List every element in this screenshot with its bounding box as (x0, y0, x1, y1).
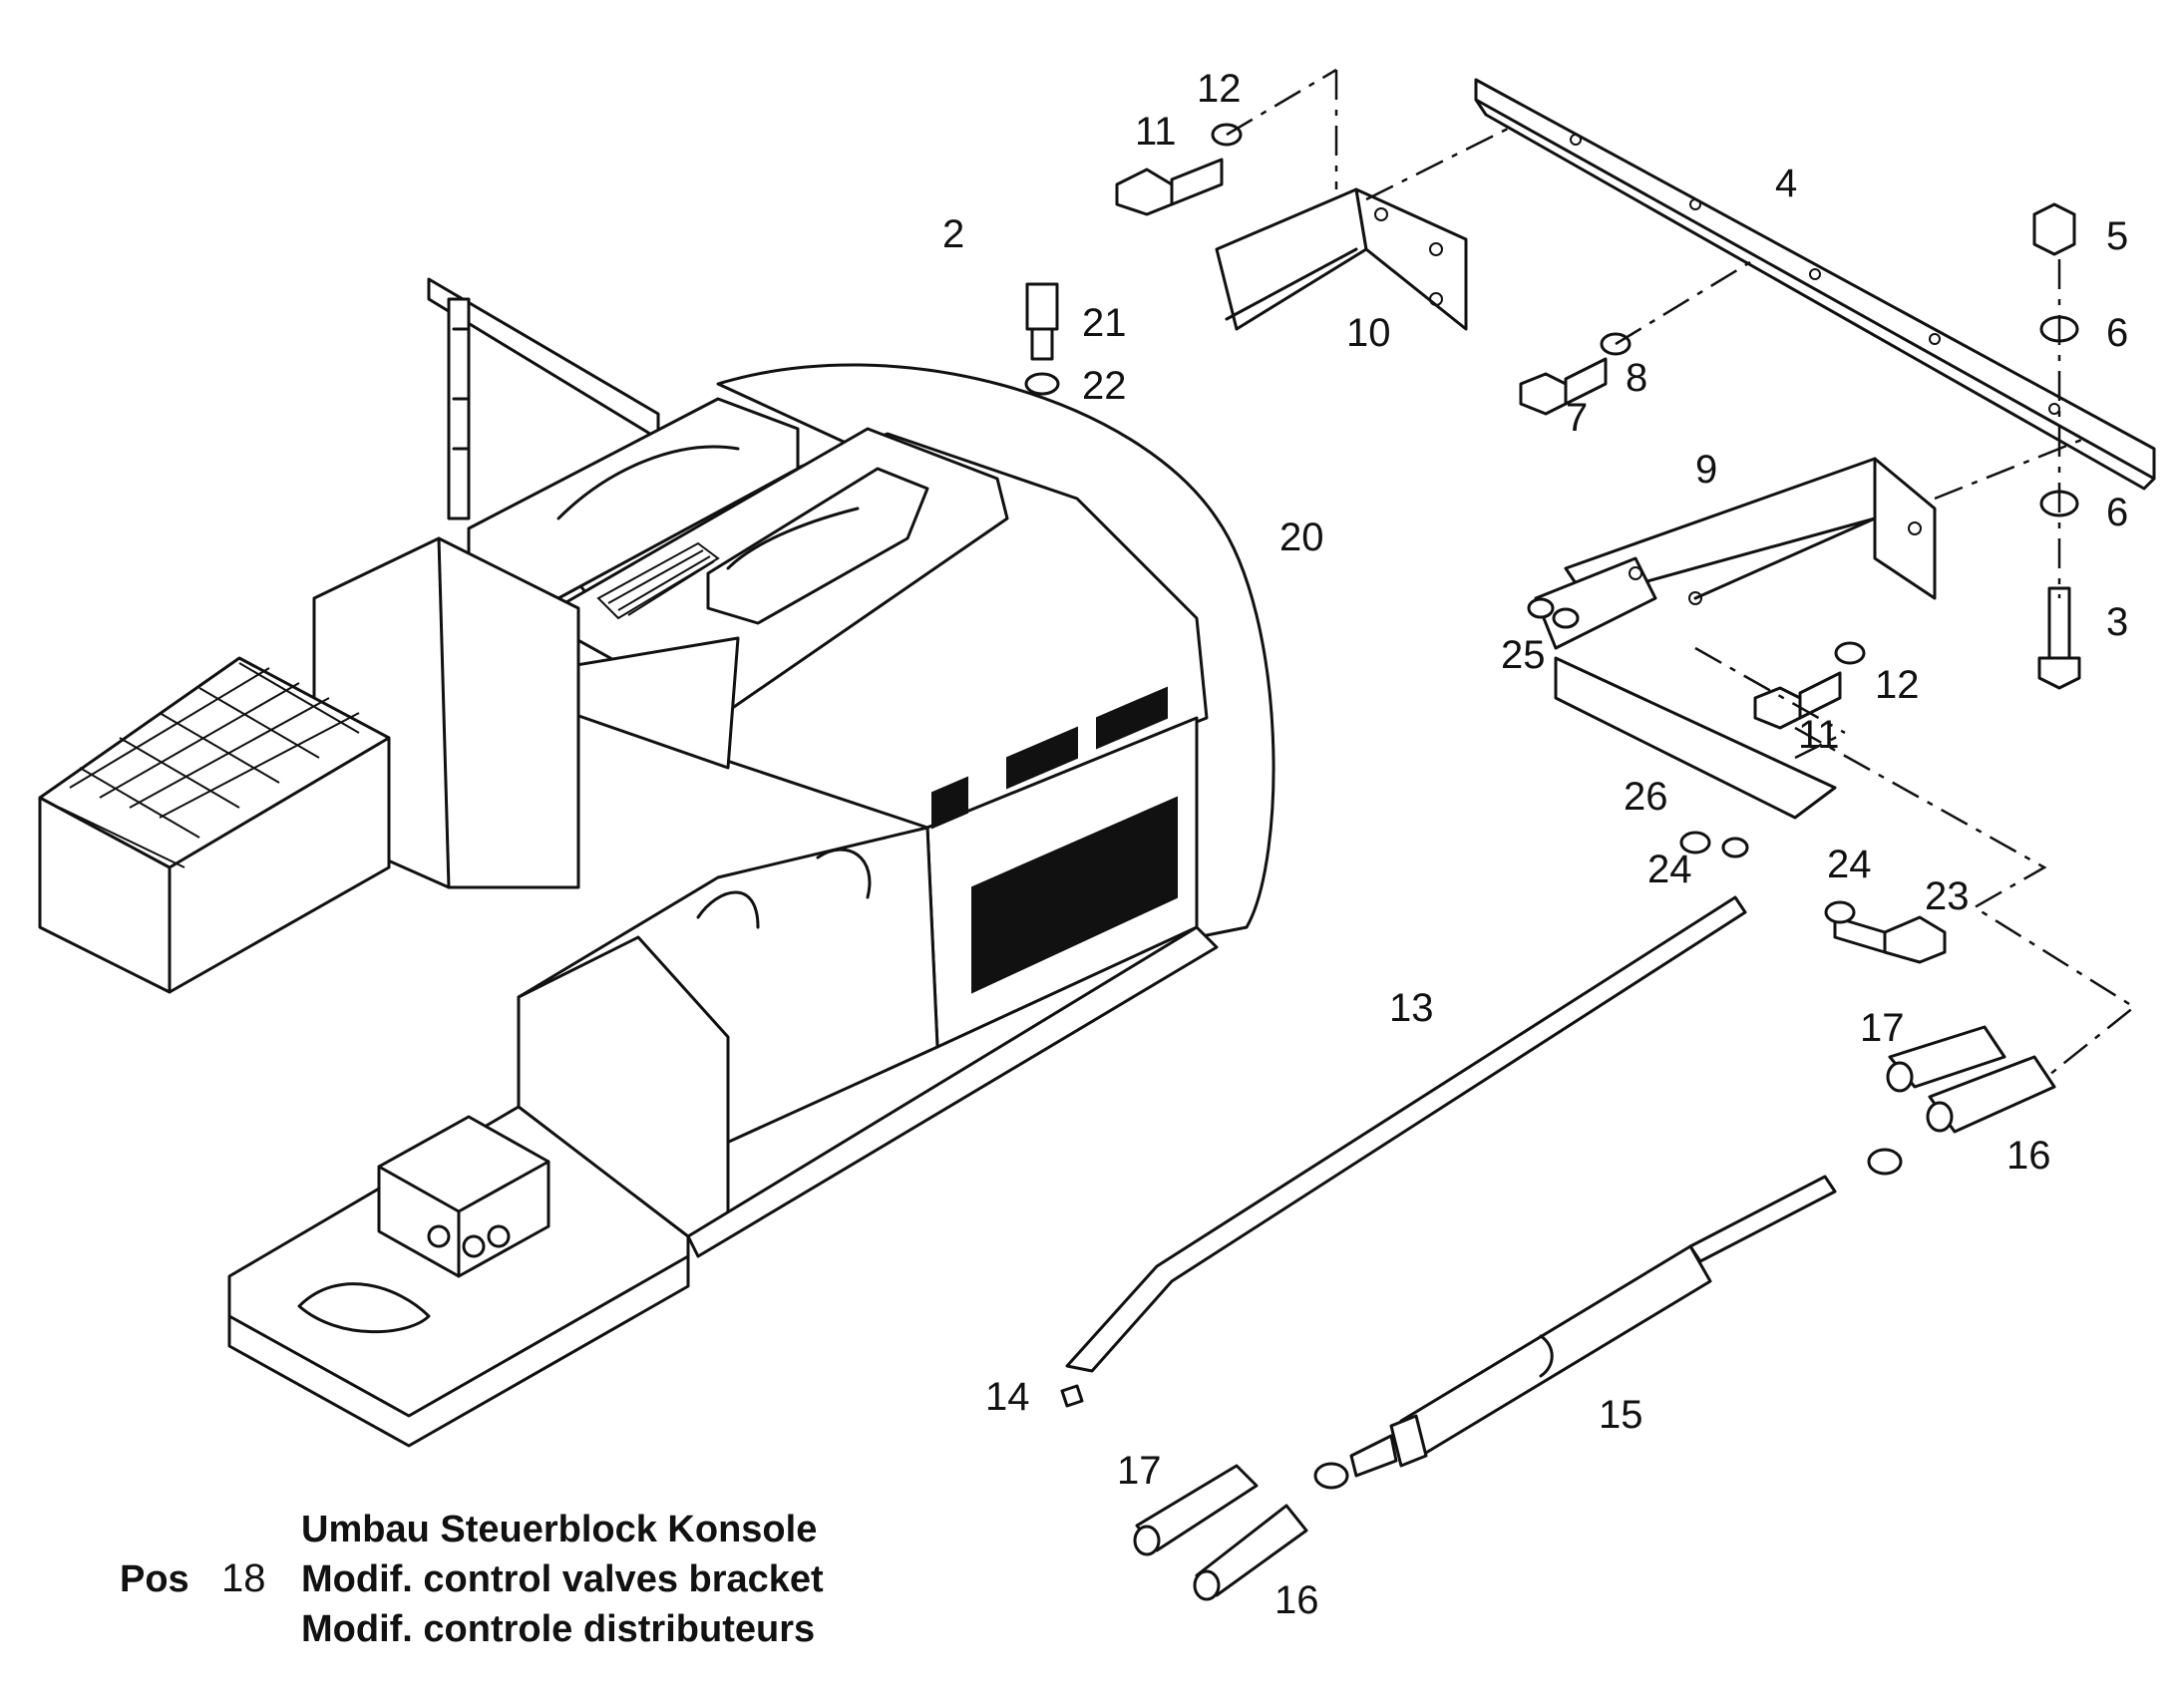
gas-spring-part-15 (1313, 1148, 1903, 1490)
caption-line-en: Modif. control valves bracket (301, 1558, 824, 1600)
label-10: 10 (1346, 311, 1391, 355)
machine-body (38, 277, 1275, 1448)
label-11-lower: 11 (1798, 713, 1840, 757)
label-22: 22 (1082, 364, 1127, 408)
side-louvre (971, 796, 1178, 994)
label-14: 14 (985, 1375, 1030, 1419)
fork-bottom (1133, 1464, 1308, 1601)
bracket-assembly (1024, 68, 2156, 1088)
wire-basket (38, 656, 391, 994)
label-3: 3 (2106, 600, 2128, 644)
hardware-stack-right (2032, 202, 2081, 690)
label-16-upper: 16 (2006, 1134, 2051, 1178)
bracket-part-9 (1534, 457, 1937, 650)
label-17-upper: 17 (1860, 1006, 1905, 1050)
label-23: 23 (1925, 874, 1970, 918)
caption-line-de: Umbau Steuerblock Konsole (301, 1509, 818, 1550)
label-12: 12 (1197, 67, 1242, 111)
hood-grille (596, 541, 720, 620)
label-7: 7 (1566, 396, 1588, 440)
label-17-lower: 17 (1117, 1449, 1162, 1493)
label-21: 21 (1082, 301, 1127, 345)
rod-part-13 (1065, 895, 1747, 1373)
label-16-lower: 16 (1274, 1578, 1319, 1622)
label-5: 5 (2106, 214, 2128, 258)
clip-part-14 (1060, 1384, 1084, 1408)
rail-part-4 (1474, 78, 2156, 491)
pos-number: 18 (221, 1556, 266, 1600)
label-4: 4 (1775, 162, 1797, 205)
label-24-right: 24 (1827, 843, 1872, 886)
label-11: 11 (1135, 110, 1177, 154)
label-26: 26 (1624, 775, 1668, 819)
fork-top (1886, 1025, 2056, 1134)
label-9: 9 (1695, 448, 1717, 492)
label-6-lower: 6 (2106, 491, 2128, 534)
caption-line-fr: Modif. controle distributeurs (301, 1608, 816, 1650)
label-6-upper: 6 (2106, 311, 2128, 355)
part-number-labels: 11 12 2 21 22 20 10 4 5 6 6 3 7 8 9 25 1… (942, 67, 2128, 1622)
label-15: 15 (1599, 1393, 1643, 1437)
control-valve-block (377, 1115, 550, 1278)
bracket-part-10 (1215, 187, 1468, 331)
label-8: 8 (1626, 356, 1647, 400)
pos-word: Pos (120, 1558, 189, 1600)
label-2: 2 (942, 212, 964, 256)
label-25: 25 (1501, 633, 1546, 677)
label-13: 13 (1389, 986, 1434, 1030)
label-12-lower: 12 (1875, 663, 1920, 707)
label-24-left: 24 (1647, 848, 1692, 891)
bolts (1024, 123, 1947, 964)
label-20: 20 (1279, 515, 1324, 559)
